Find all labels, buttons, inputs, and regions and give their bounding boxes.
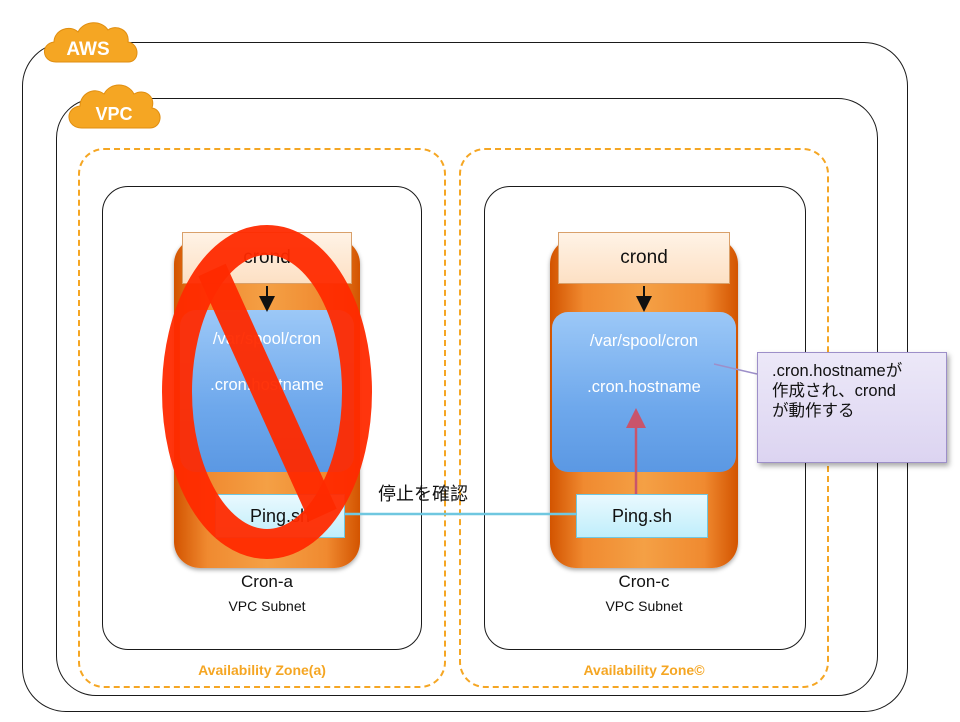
zone-label-a: Availability Zone(a) [198,662,326,678]
prohibited-icon [162,225,372,559]
stop-confirm-label: 停止を確認 [378,484,468,504]
spool-path-c: /var/spool/cron [589,332,699,350]
instance-name-a: Cron-a [241,572,293,591]
instance-name-c: Cron-c [618,572,670,591]
vpc-tag: VPC [95,104,132,124]
crond-process-c: crond [558,232,730,284]
ping-script-c: Ping.sh [576,494,708,538]
note-line-3: が動作する [772,402,855,420]
note-pointer-line [713,363,758,375]
aws-tag: AWS [66,39,109,60]
hostname-callout-note: .cron.hostnameが 作成され、crond が動作する [757,352,947,463]
vpc-cloud-icon: VPC [68,84,161,129]
aws-cloud-icon: AWS [44,22,138,63]
subnet-label-c: VPC Subnet [605,598,683,614]
note-line-2: 作成され、crond [772,382,896,400]
spool-directory-c: /var/spool/cron .cron.hostname [552,312,736,472]
availability-zone-a [78,148,446,688]
note-line-1: .cron.hostnameが [772,362,903,380]
subnet-label-a: VPC Subnet [228,598,306,614]
hostname-file-c: .cron.hostname [587,378,701,396]
zone-label-c: Availability Zone© [583,662,705,678]
